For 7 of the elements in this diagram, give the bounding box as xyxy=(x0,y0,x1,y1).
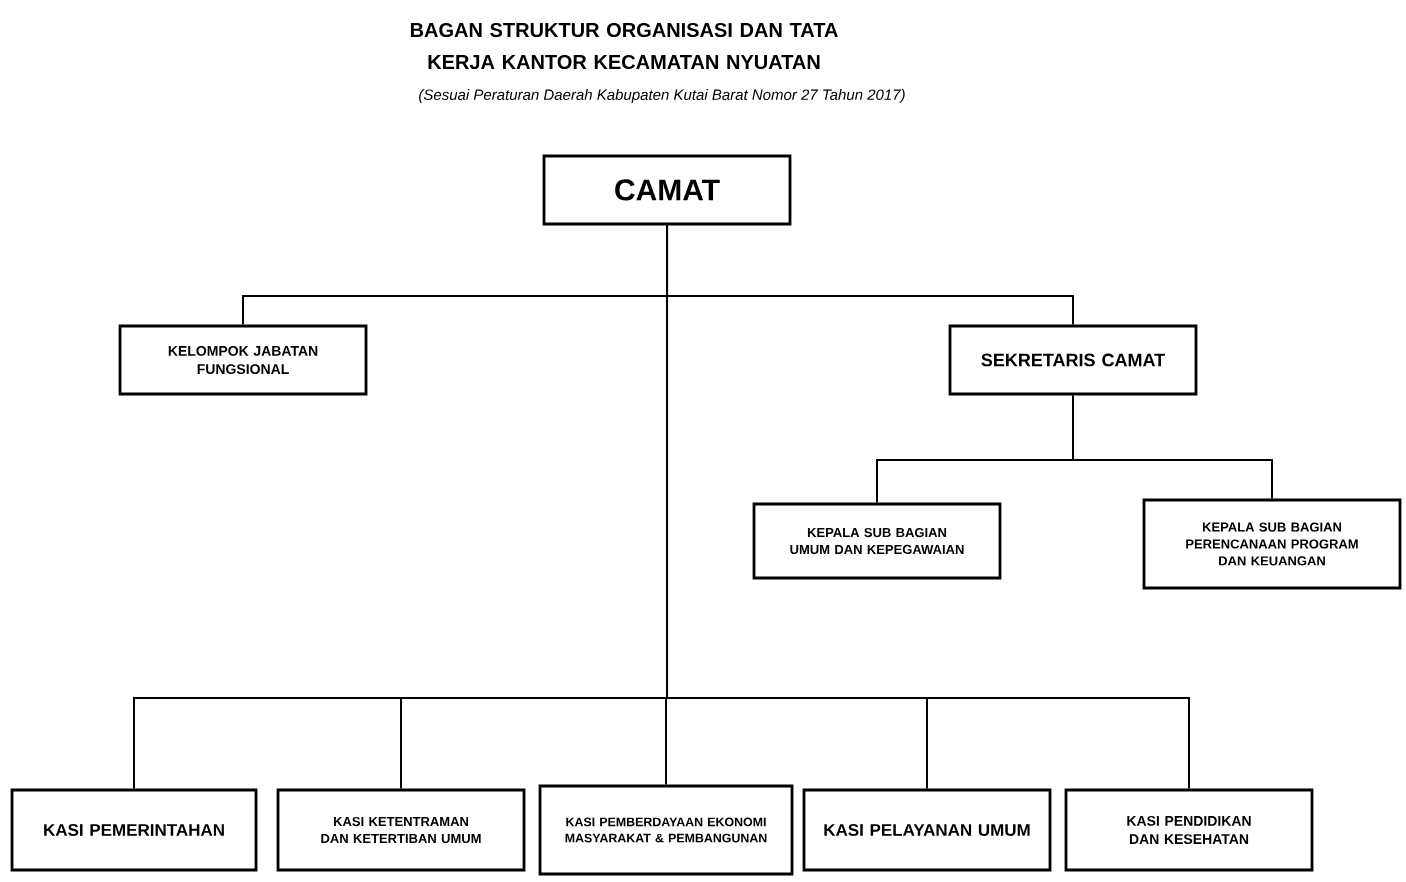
org-box: CAMAT xyxy=(542,154,792,226)
connector-line xyxy=(1072,394,1273,500)
org-box: KASI PELAYANAN UMUM xyxy=(802,788,1052,872)
title: BAGAN STRUKTUR ORGANISASI DAN TATA KERJA KANTOR KECAMATAN NYUATAN xyxy=(410,22,838,70)
org-box: KASI PEMERINTAHAN xyxy=(10,788,258,872)
org-box: SEKRETARIS CAMAT xyxy=(948,324,1198,396)
connector-line xyxy=(666,224,1190,790)
